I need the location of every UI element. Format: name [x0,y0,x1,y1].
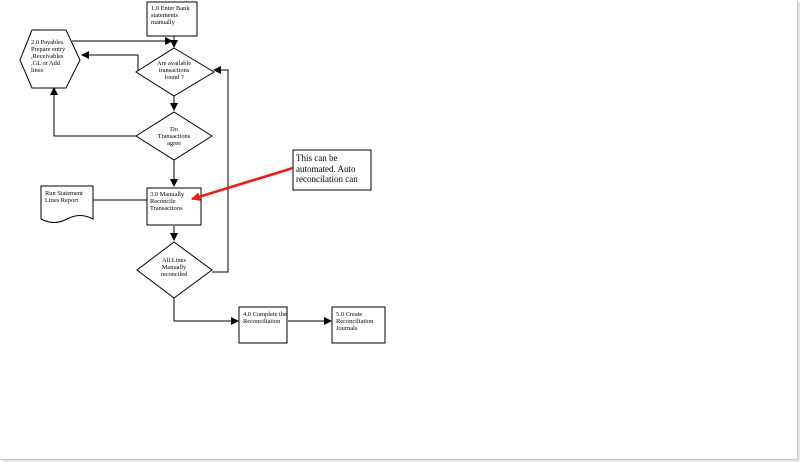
decision-all-label: All Lines Manually reconciled [160,257,188,278]
arrow-all-to-step4 [173,298,239,325]
arrow-agree-no-to-step2 [50,87,138,137]
decision-found-label: Are available transactions found ? [156,60,192,81]
step4-box [238,306,288,344]
step1-box [146,1,198,37]
decision-found-diamond [135,47,215,97]
decision-agree-diamond [135,111,213,161]
step2-label: 2.0 Payables Prepare entry ,Receivables … [31,39,66,74]
step5-box [331,306,386,344]
arrow-found-no-to-step2 [81,51,139,71]
decision-agree-label: Do Transactions agree [157,126,191,147]
arrow-all-no-to-found [212,66,229,273]
connector-lines [50,36,332,325]
step4-label: 4.0 Complete the Reconciliation [243,311,287,325]
report-document-shape [40,185,94,223]
step5-label: 5.0 Create Reconciliation Journals [336,311,374,332]
note-callout-box [292,149,372,191]
report-label: Run Statement Lines Report [45,190,83,204]
note-callout-text: This can be automated. Auto reconcilatio… [296,153,358,186]
red-annotation-arrow [191,166,294,201]
step3-label: 3.0 Manually Reconcile Transactions [150,191,185,212]
step2-hexagon [19,29,81,89]
step1-label: 1.0 Enter Bank statements manually [151,5,190,26]
decision-all-diamond [136,241,213,299]
